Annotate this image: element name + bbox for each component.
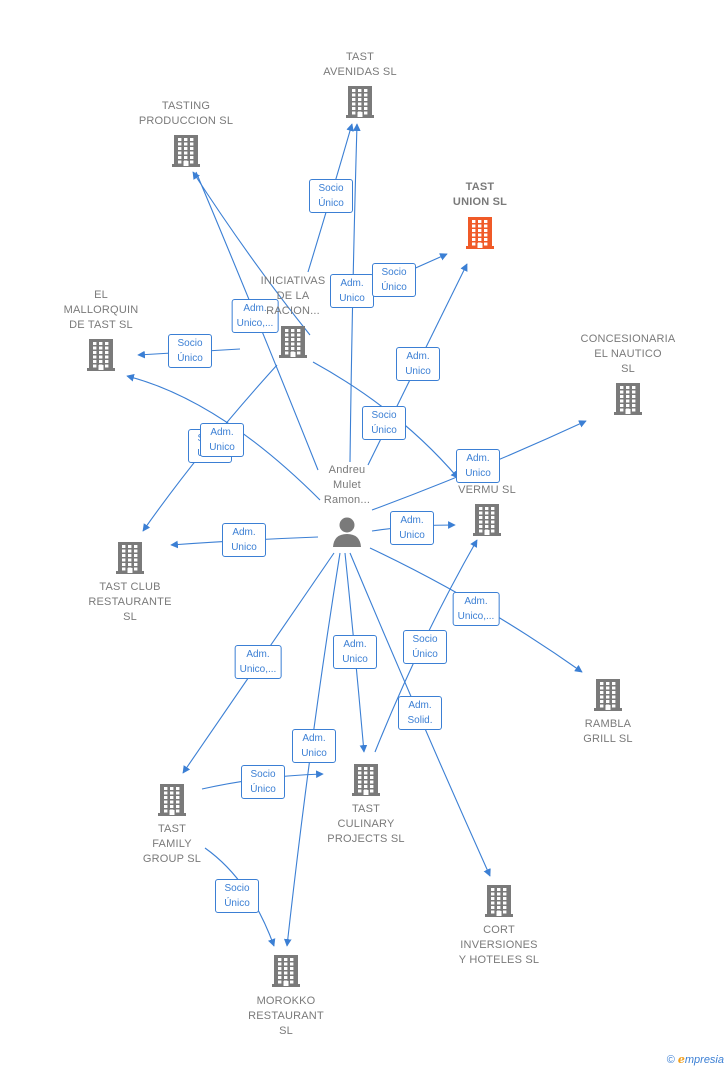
node-label-el-mallorquin[interactable]: EL MALLORQUIN DE TAST SL (63, 289, 139, 331)
node-label-concesionaria[interactable]: CONCESIONARIA EL NAUTICO SL (580, 333, 676, 375)
brand-e: e (677, 1053, 685, 1066)
relation-label[interactable]: Adm. Unico (200, 423, 244, 457)
relation-label[interactable]: Adm. Unico (292, 729, 336, 763)
relation-label[interactable]: Socio Único (241, 765, 285, 799)
relation-label[interactable]: Adm. Unico,... (234, 645, 282, 679)
node-label-rambla-grill[interactable]: RAMBLA GRILL SL (583, 718, 633, 745)
node-label-andreu[interactable]: Andreu Mulet Ramon... (323, 464, 371, 506)
relation-edge (126, 374, 321, 501)
building-icon[interactable] (593, 677, 623, 716)
node-label-tast-union[interactable]: TAST UNION SL (452, 181, 508, 208)
relation-label[interactable]: Socio Único (215, 879, 259, 913)
building-icon[interactable] (157, 782, 187, 821)
building-icon[interactable] (271, 953, 301, 992)
node-label-iniciativas[interactable]: INICIATIVAS DE LA RACION... (260, 275, 326, 317)
relation-label[interactable]: Adm. Unico,... (231, 299, 279, 333)
node-label-tast-culinary[interactable]: TAST CULINARY PROJECTS SL (327, 803, 405, 845)
node-label-morokko[interactable]: MOROKKO RESTAURANT SL (248, 995, 324, 1037)
node-label-tast-family[interactable]: TAST FAMILY GROUP SL (142, 823, 202, 865)
copyright-symbol: © (666, 1054, 675, 1066)
node-label-vermu[interactable]: VERMU SL (458, 484, 516, 496)
relation-label[interactable]: Adm. Unico (330, 274, 374, 308)
relation-label[interactable]: Socio Único (362, 406, 406, 440)
building-icon[interactable] (613, 381, 643, 420)
relation-label[interactable]: Adm. Unico,... (452, 592, 500, 626)
relation-label[interactable]: Adm. Unico (333, 635, 377, 669)
relation-label[interactable]: Adm. Solid. (398, 696, 442, 730)
node-label-tasting-produccion[interactable]: TASTING PRODUCCION SL (138, 100, 234, 127)
relation-label[interactable]: Adm. Unico (456, 449, 500, 483)
relation-label[interactable]: Adm. Unico (396, 347, 440, 381)
building-icon[interactable] (465, 215, 495, 254)
building-icon[interactable] (351, 762, 381, 801)
relation-edge (192, 171, 311, 336)
building-icon[interactable] (484, 883, 514, 922)
building-icon[interactable] (86, 337, 116, 376)
building-icon[interactable] (472, 502, 502, 541)
brand-rest: mpresia (684, 1054, 724, 1066)
relation-label[interactable]: Socio Único (168, 334, 212, 368)
building-icon[interactable] (171, 133, 201, 172)
node-label-tast-club[interactable]: TAST CLUB RESTAURANTE SL (88, 581, 172, 623)
building-icon[interactable] (345, 84, 375, 123)
relation-label[interactable]: Socio Único (403, 630, 447, 664)
empresia-brand[interactable]: © empresia (667, 1053, 724, 1066)
person-icon[interactable] (332, 516, 362, 553)
relation-label[interactable]: Adm. Unico (390, 511, 434, 545)
relation-label[interactable]: Adm. Unico (222, 523, 266, 557)
node-label-cort-inversiones[interactable]: CORT INVERSIONES Y HOTELES SL (458, 924, 540, 966)
relation-label[interactable]: Socio Único (309, 179, 353, 213)
building-icon[interactable] (115, 540, 145, 579)
node-label-tast-avenidas[interactable]: TAST AVENIDAS SL (323, 51, 397, 78)
relation-label[interactable]: Socio Único (372, 263, 416, 297)
building-icon[interactable] (278, 324, 308, 363)
